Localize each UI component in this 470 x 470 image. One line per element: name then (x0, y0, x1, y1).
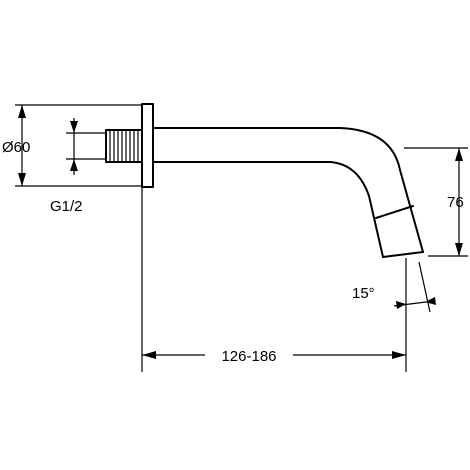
outlet-angle-dimension (393, 258, 436, 316)
projection-length-label: 126-186 (221, 348, 276, 365)
outlet-height-dimension (404, 147, 468, 257)
outlet-height-label: 76 (447, 194, 464, 211)
flange-diameter-dimension (15, 104, 142, 187)
flange-diameter-label: Ø60 (2, 139, 30, 156)
wall-flange (141, 103, 154, 188)
outlet-angle-label: 15° (352, 285, 375, 302)
projection-length-dimension (141, 187, 407, 372)
thread-dimension (66, 118, 106, 175)
thread-size-label: G1/2 (50, 198, 83, 215)
spout-outlet (382, 251, 424, 258)
projection-label-backing (205, 345, 293, 365)
spout-body (152, 127, 424, 258)
threaded-connector (105, 129, 143, 163)
